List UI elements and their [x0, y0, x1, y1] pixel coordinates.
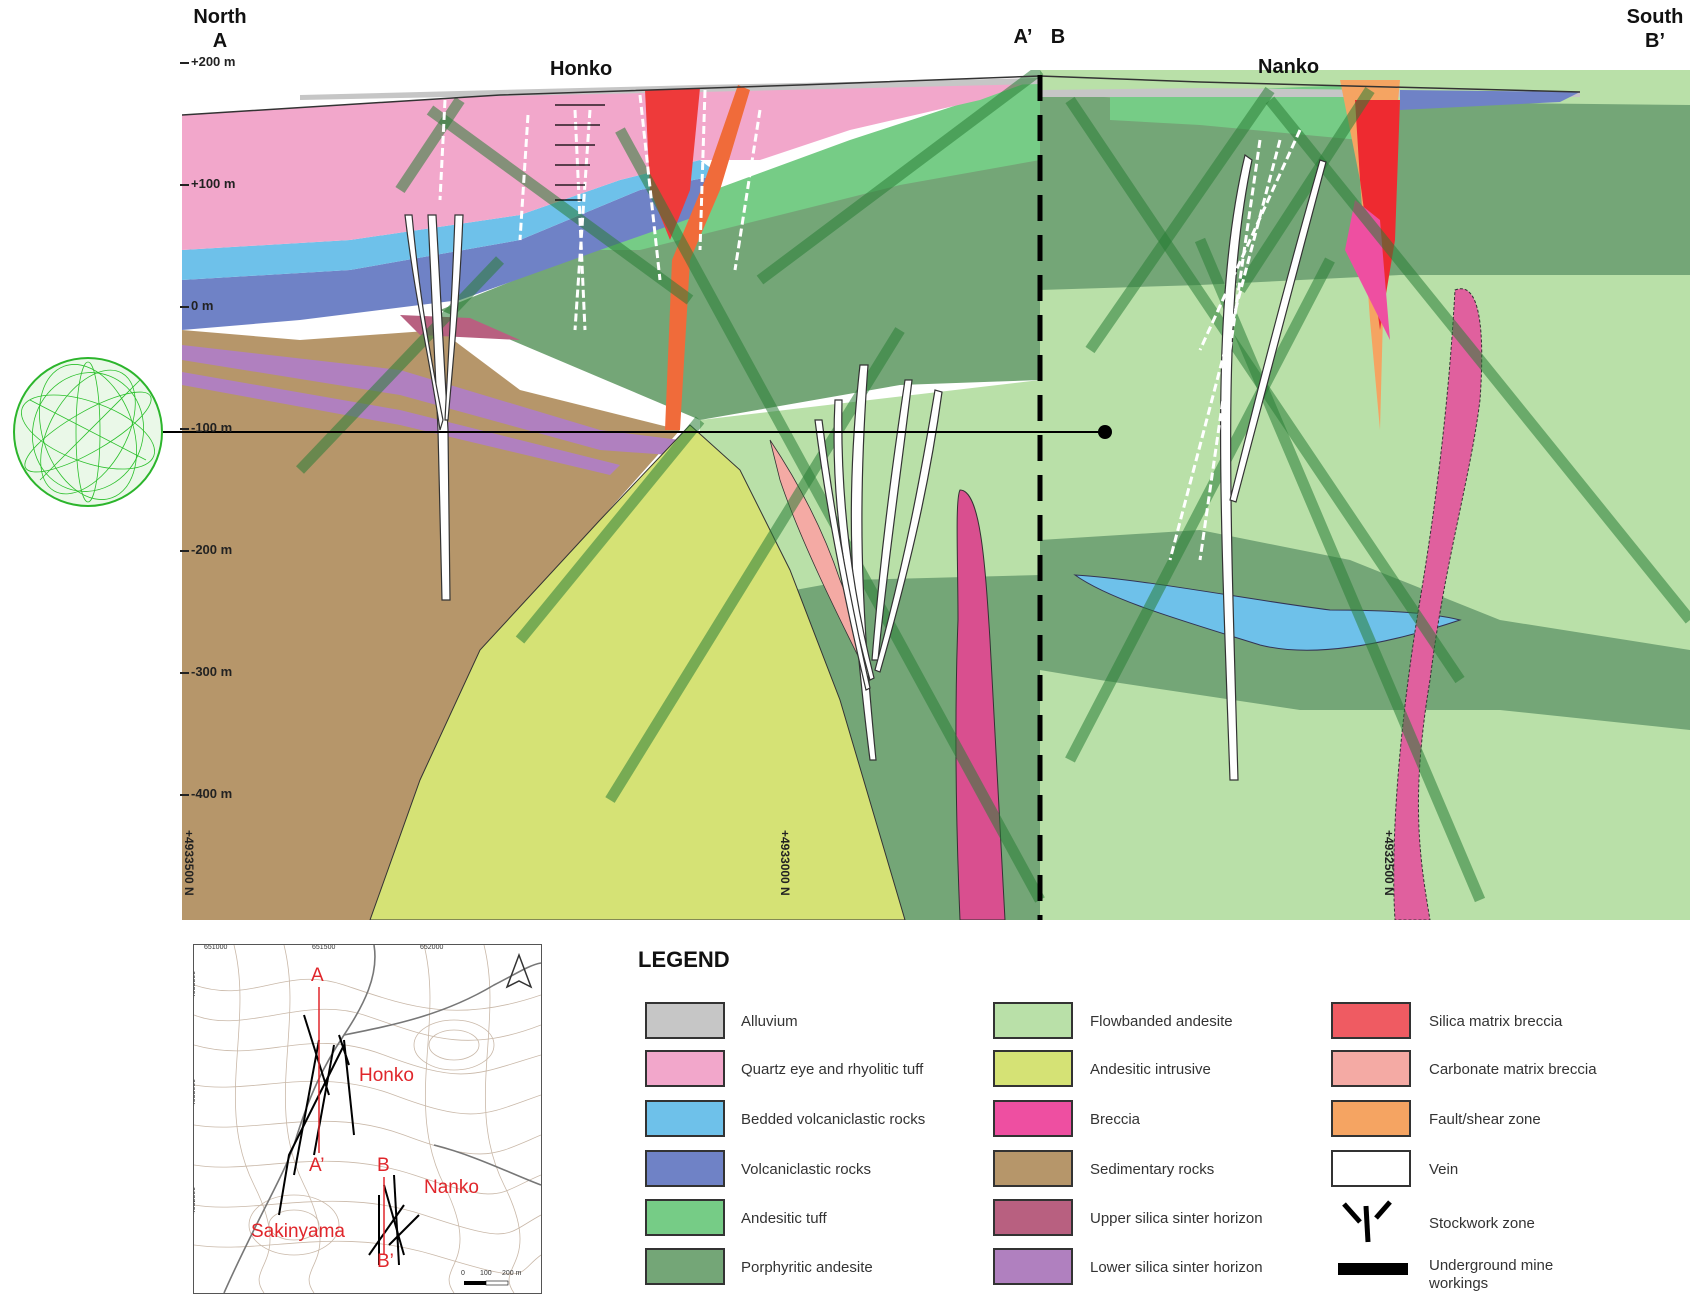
- legend-swatch-silica-matrix-breccia: [1331, 1002, 1411, 1039]
- elev-minus100: -100 m: [180, 420, 232, 435]
- legend-swatch-andesitic-intrusive: [993, 1050, 1073, 1087]
- legend-label-flowbanded-andesite: Flowbanded andesite: [1090, 1013, 1233, 1031]
- legend-label-volcaniclastic: Volcaniclastic rocks: [741, 1161, 871, 1179]
- legend-swatch-lower-sinter: [993, 1248, 1073, 1285]
- stereonet: [12, 351, 164, 513]
- pointer-dot: [1098, 425, 1112, 439]
- legend-swatch-fault-shear-zone: [1331, 1100, 1411, 1137]
- map-scale-200: 200 m: [502, 1270, 521, 1277]
- elev-minus300: -300 m: [180, 664, 232, 679]
- map-x-coord-1: 651000: [204, 944, 227, 951]
- map-y-coord-1: 4933500: [193, 971, 197, 998]
- legend-swatch-sedimentary-rocks: [993, 1150, 1073, 1187]
- legend-swatch-alluvium: [645, 1002, 725, 1039]
- map-scale-100: 100: [480, 1270, 492, 1277]
- legend-swatch-bedded-volcaniclastic: [645, 1100, 725, 1137]
- elev-minus200: -200 m: [180, 542, 232, 557]
- point-a-label: A: [185, 30, 255, 52]
- northing-4932500: +4932500 N: [1382, 830, 1396, 896]
- map-label-nanko: Nanko: [424, 1177, 479, 1199]
- mine-workings-icon: [1338, 1263, 1408, 1275]
- point-b-prime-label: B’: [1620, 30, 1690, 52]
- legend-swatch-porphyritic-andesite: [645, 1248, 725, 1285]
- legend-label-porphyritic-andesite: Porphyritic andesite: [741, 1259, 873, 1277]
- south-label: South: [1620, 6, 1690, 28]
- nanko-label: Nanko: [1258, 56, 1319, 79]
- point-b-label: B: [1043, 26, 1073, 48]
- legend-label-andesitic-tuff: Andesitic tuff: [741, 1210, 827, 1228]
- northing-4933500: +4933500 N: [182, 830, 196, 896]
- elev-200: +200 m: [180, 54, 235, 69]
- map-label-honko: Honko: [359, 1065, 414, 1087]
- map-label-b: B: [377, 1155, 390, 1177]
- map-label-a: A: [311, 965, 324, 987]
- map-x-coord-3: 652000: [420, 944, 443, 951]
- legend-label-alluvium: Alluvium: [741, 1013, 798, 1031]
- legend-swatch-breccia: [993, 1100, 1073, 1137]
- legend-label-andesitic-intrusive: Andesitic intrusive: [1090, 1061, 1211, 1079]
- elev-0: 0 m: [180, 298, 213, 313]
- cross-section: [0, 0, 1699, 920]
- legend-swatch-andesitic-tuff: [645, 1199, 725, 1236]
- location-map: 651000 651500 652000 4933500 4933000 493…: [193, 944, 542, 1294]
- legend-label-silica-matrix-breccia: Silica matrix breccia: [1429, 1013, 1562, 1031]
- legend-label-lower-sinter: Lower silica sinter horizon: [1090, 1259, 1263, 1277]
- legend-swatch-upper-sinter: [993, 1199, 1073, 1236]
- legend-swatch-rhyolitic-tuff: [645, 1050, 725, 1087]
- elev-minus400: -400 m: [180, 786, 232, 801]
- map-y-coord-2: 4933000: [193, 1079, 197, 1106]
- legend-label-carbonate-matrix-breccia: Carbonate matrix breccia: [1429, 1061, 1597, 1079]
- legend-swatch-vein: [1331, 1150, 1411, 1187]
- legend-label-vein: Vein: [1429, 1161, 1458, 1179]
- legend-label-fault-shear-zone: Fault/shear zone: [1429, 1111, 1541, 1129]
- north-label: North: [185, 6, 255, 28]
- map-scale-0: 0: [461, 1270, 465, 1277]
- legend-label-stockwork-zone: Stockwork zone: [1429, 1215, 1535, 1233]
- legend-label-breccia: Breccia: [1090, 1111, 1140, 1129]
- legend-label-mine-workings: Underground mine workings: [1429, 1257, 1589, 1293]
- northing-4933000: +4933000 N: [778, 830, 792, 896]
- map-label-sakinyama: Sakinyama: [251, 1221, 345, 1243]
- map-y-coord-3: 4932500: [193, 1187, 197, 1214]
- elev-100: +100 m: [180, 176, 235, 191]
- map-label-b-prime: B’: [377, 1251, 394, 1273]
- map-label-a-prime: A’: [309, 1155, 324, 1177]
- legend-swatch-carbonate-matrix-breccia: [1331, 1050, 1411, 1087]
- legend-title: LEGEND: [638, 947, 730, 973]
- legend-label-sedimentary-rocks: Sedimentary rocks: [1090, 1161, 1214, 1179]
- legend-label-rhyolitic-tuff: Quartz eye and rhyolitic tuff: [741, 1061, 923, 1079]
- point-a-prime-label: A’: [1008, 26, 1038, 48]
- map-x-coord-2: 651500: [312, 944, 335, 951]
- legend-swatch-flowbanded-andesite: [993, 1002, 1073, 1039]
- topo-contours: [194, 945, 541, 1293]
- honko-label: Honko: [550, 58, 612, 81]
- legend-label-upper-sinter: Upper silica sinter horizon: [1090, 1210, 1263, 1228]
- stockwork-zone-icon: [1338, 1196, 1398, 1244]
- legend-swatch-volcaniclastic: [645, 1150, 725, 1187]
- legend-label-bedded-volcaniclastic: Bedded volcaniclastic rocks: [741, 1111, 925, 1129]
